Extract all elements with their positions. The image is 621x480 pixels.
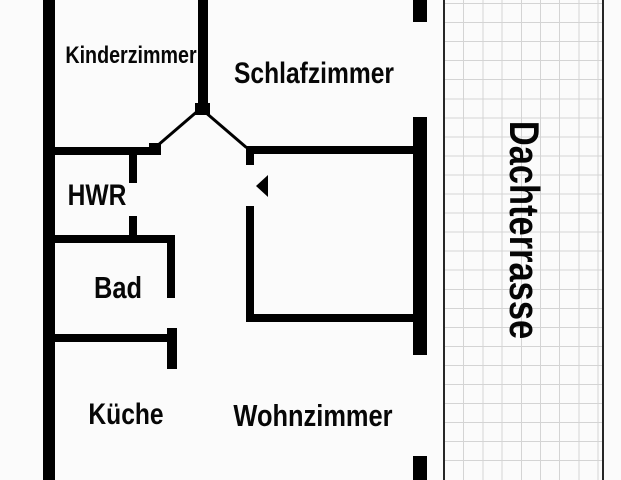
wall-kueche-top [55,334,168,342]
wall-outer-right-top-stub [413,0,427,22]
terrace-area: Dachterrasse [443,0,604,480]
wall-kueche-top-end-cap [167,328,177,369]
wall-hall-top [246,146,413,154]
entrance-arrow-icon [256,175,268,197]
wall-bad-right [167,243,175,298]
room-label-kinderzimmer: Kinderzimmer [65,42,197,69]
wall-divider-kinderzimmer-schlafzimmer [198,0,208,107]
wall-outer-left [43,0,55,480]
room-label-wohnzimmer: Wohnzimmer [233,398,393,433]
wall-hwr-right-lower [129,216,137,239]
wall-outer-right-bottom-stub [413,456,427,480]
room-label-bad: Bad [93,270,143,305]
room-label-kueche: Küche [88,398,164,431]
door-swing-line-schlafzimmer [203,110,248,149]
wall-hall-door-stub [246,154,254,165]
door-swing-line-kinderzimmer [155,108,200,148]
wall-bad-top [55,235,175,243]
wall-hall-bottom [246,314,420,322]
wall-outer-right-main [413,117,427,355]
wall-hwr-right-upper [129,155,137,183]
wall-hall-left [246,206,254,322]
wall-hwr-top [55,147,151,155]
room-label-schlafzimmer: Schlafzimmer [234,57,394,90]
room-label-dachterrasse: Dachterrasse [500,120,548,340]
room-label-hwr: HWR [67,179,127,212]
